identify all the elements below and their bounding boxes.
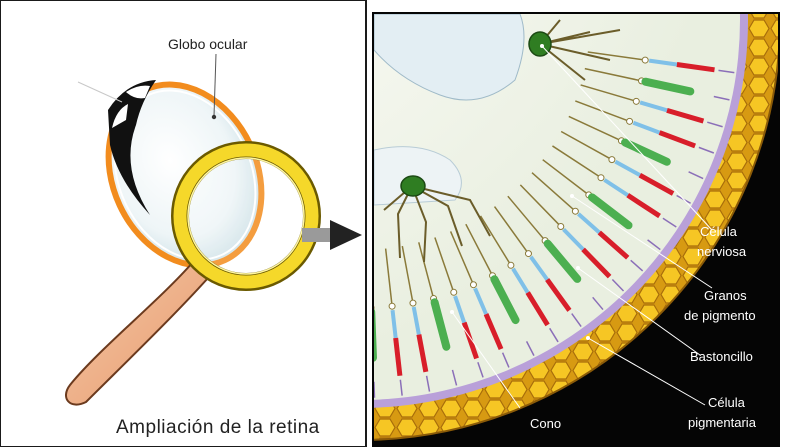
- cell-nucleus: [633, 98, 639, 104]
- cell-nucleus: [410, 300, 416, 306]
- cell-nucleus: [642, 57, 648, 63]
- label-rod: Bastoncillo: [690, 349, 753, 364]
- cell-nucleus: [572, 208, 578, 214]
- label-pigment-cell-line1: Célula: [708, 395, 746, 410]
- cell-nucleus: [609, 157, 615, 163]
- label-pigment-line2: de pigmento: [684, 308, 756, 323]
- left-panel: Globo ocular Ampliación de la retina: [0, 0, 366, 447]
- label-nerve-cell-line1: Célula: [700, 224, 738, 239]
- cell-nucleus: [558, 223, 564, 229]
- cell-nucleus: [470, 282, 476, 288]
- cell-nucleus: [525, 251, 531, 257]
- label-pigment-cell-line2: pigmentaria: [688, 415, 757, 430]
- cell-nucleus: [627, 118, 633, 124]
- label-cone: Cono: [530, 416, 561, 431]
- eyeball-label: Globo ocular: [168, 36, 248, 52]
- cell-nucleus: [598, 175, 604, 181]
- label-nerve-cell-line2: nerviosa: [697, 244, 747, 259]
- caption: Ampliación de la retina: [116, 417, 320, 438]
- cell-nucleus: [508, 262, 514, 268]
- cell-nucleus: [389, 303, 395, 309]
- cell-nucleus: [451, 289, 457, 295]
- label-pigment-line1: Granos: [704, 288, 747, 303]
- cell-stalk: [369, 250, 371, 305]
